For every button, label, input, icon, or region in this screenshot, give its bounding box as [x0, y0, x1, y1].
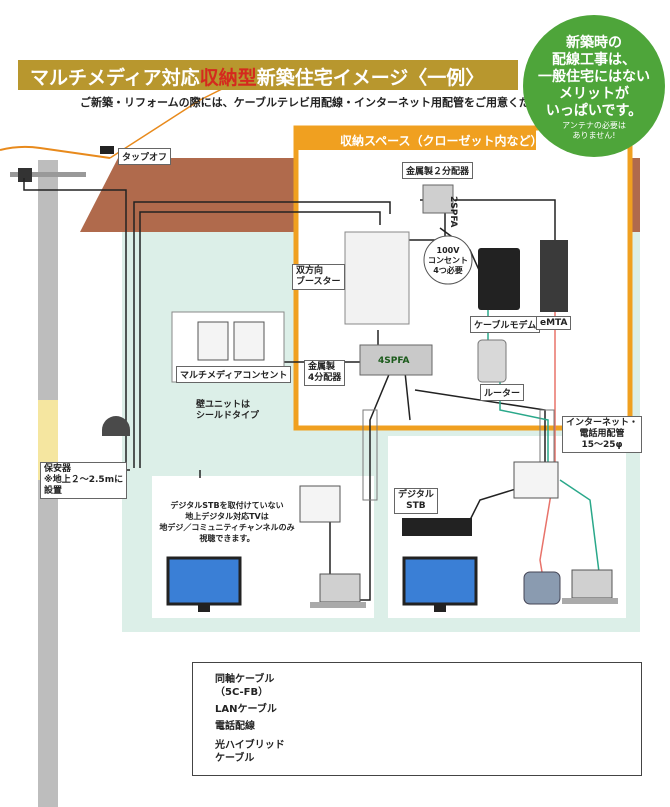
legend-label-phone: 電話配線: [215, 721, 255, 732]
legend-label-lan: LANケーブル: [215, 704, 277, 715]
label-splitter4-code: 4SPFA: [378, 356, 410, 366]
booster-device: [344, 231, 410, 325]
label-storage-space: 収納スペース（クローゼット内など）: [340, 134, 543, 148]
merit-bubble: 新築時の 配線工事は、 一般住宅にはない メリットが いっぱいです。 アンテナの…: [523, 15, 665, 157]
label-splitter2: 金属製２分配器: [402, 162, 474, 179]
title-band: [18, 60, 518, 90]
digital-stb-device: [402, 518, 472, 536]
laptop-left: [319, 573, 361, 603]
label-router: ルーター: [480, 384, 525, 401]
label-outlet-100v: 100V コンセント 4つ必要: [428, 246, 468, 275]
telephone-device: [523, 571, 561, 605]
label-room-note: デジタルSTBを取付けていない 地上デジタル対応TVは 地デジ／コミュニティチャ…: [159, 501, 295, 543]
pole-connector: [18, 168, 32, 182]
room-left-outlet: [299, 485, 341, 523]
storage-title-band: [296, 128, 536, 150]
splitter4-device: [359, 344, 433, 376]
label-protector: 保安器 ※地上２～2.5mに 設置: [40, 462, 128, 499]
room-right-outlet: [513, 461, 559, 499]
label-tap-off: タップオフ: [118, 148, 172, 165]
emta-device: [540, 240, 568, 312]
label-emta: eMTA: [536, 316, 572, 330]
label-splitter2-code: 2SPFA: [448, 196, 458, 228]
laptop-right: [571, 569, 613, 599]
label-splitter4: 金属製 4分配器: [304, 360, 346, 386]
conduit-left: [362, 409, 378, 501]
legend-label-coax: 同軸ケーブル （5C-FB）: [215, 674, 275, 698]
label-digital-stb: デジタル STB: [394, 488, 438, 514]
page-subtitle: ご新築・リフォームの際には、ケーブルテレビ用配線・インターネット用配管をご用意く…: [80, 96, 564, 109]
tap-off-device: [100, 146, 114, 154]
legend-label-fiber: 光ハイブリッド ケーブル: [215, 740, 285, 764]
legend: 同軸ケーブル （5C-FB） LANケーブル 電話配線 光ハイブリッド ケーブル: [192, 662, 642, 776]
tv-left: [166, 556, 242, 606]
tv-right: [402, 556, 478, 606]
multimedia-outlet-plate-2: [233, 321, 265, 361]
pole-marker: [38, 400, 58, 480]
page-title: マルチメディア対応収納型新築住宅イメージ〈一例〉: [30, 67, 485, 89]
label-wall-unit: 壁ユニットは シールドタイプ: [196, 400, 260, 421]
label-booster: 双方向 ブースター: [292, 264, 345, 290]
pole-crossarm: [10, 172, 86, 177]
bubble-main-text: 新築時の 配線工事は、 一般住宅にはない メリットが いっぱいです。: [538, 35, 650, 119]
outlet-100v-circle: [423, 235, 473, 285]
splitter2-device: [422, 184, 454, 214]
cable-modem-device: [478, 248, 520, 310]
router-device: [477, 339, 507, 383]
protector-device: [102, 416, 130, 430]
fiber-cable-line: [0, 145, 111, 159]
bubble-note-text: アンテナの必要は ありません!: [562, 121, 626, 140]
label-conduit: インターネット・ 電話用配管 15～25φ: [562, 416, 643, 453]
multimedia-outlet-plate-1: [197, 321, 229, 361]
label-cable-modem: ケーブルモデム: [470, 316, 541, 333]
label-multimedia-outlet: マルチメディアコンセント: [176, 366, 292, 383]
